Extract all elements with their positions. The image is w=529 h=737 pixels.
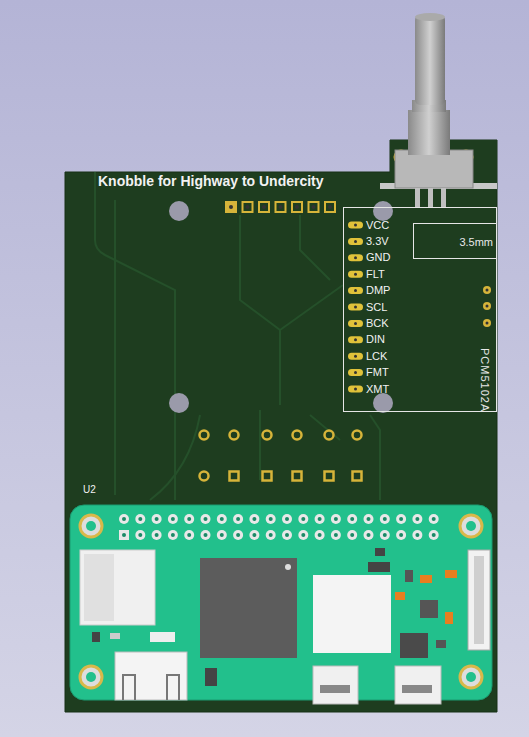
- pin-name: DMP: [366, 284, 390, 297]
- pin-name: LCK: [366, 350, 387, 363]
- raspberry-pi-zero: [70, 505, 492, 704]
- pin-name: DIN: [366, 333, 385, 346]
- module-label: 3.5mm: [459, 236, 493, 248]
- pin-name: XMT: [366, 383, 389, 396]
- pin-name: 3.3V: [366, 235, 389, 248]
- pin-name: FMT: [366, 366, 389, 379]
- pcb-board: [65, 140, 497, 712]
- ref-designator: U2: [83, 483, 96, 496]
- pin-name: BCK: [366, 317, 389, 330]
- pin-header: [226, 202, 335, 212]
- pin-name: SCL: [366, 301, 387, 314]
- rotary-encoder: [380, 13, 497, 208]
- pin-name: FLT: [366, 268, 385, 281]
- board-title: Knobble for Highway to Undercity: [98, 173, 324, 189]
- pin-name: GND: [366, 251, 390, 264]
- mounting-hole: [169, 201, 393, 413]
- jack-outline: 3.5mm: [413, 223, 497, 259]
- pad-rows: [200, 431, 362, 481]
- copper-traces: [95, 172, 380, 500]
- module-label: PCM5102A: [479, 348, 491, 412]
- pin-name: VCC: [366, 219, 389, 232]
